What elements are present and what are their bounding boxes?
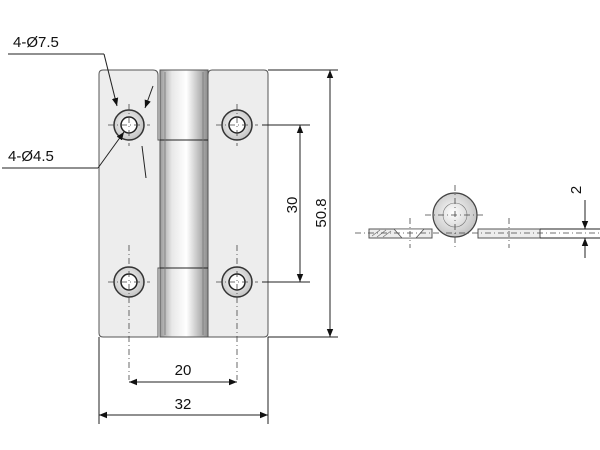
- dim-50-8-text: 50.8: [313, 198, 330, 227]
- front-view: [98, 69, 269, 380]
- callout-hole-text: 4-Ø4.5: [8, 148, 54, 165]
- dimension-hole-pitch-horizontal: 20: [129, 362, 237, 386]
- dimension-overall-height: 50.8: [268, 69, 338, 338]
- dim-20-text: 20: [175, 362, 192, 379]
- dimension-hole-pitch-vertical: 30: [262, 124, 310, 283]
- dimension-thickness: 2: [540, 186, 600, 258]
- callout-countersink-text: 4-Ø7.5: [13, 34, 59, 51]
- left-leaf: [98, 69, 161, 338]
- callout-hole: 4-Ø4.5: [2, 131, 125, 169]
- dim-2-text: 2: [568, 186, 585, 194]
- callout-countersink: 4-Ø7.5: [8, 34, 154, 179]
- knuckle-barrel: [159, 69, 209, 338]
- dimension-overall-width: 32: [98, 337, 269, 424]
- dim-32-text: 32: [175, 396, 192, 413]
- side-countersink-left: [393, 228, 425, 239]
- center-lines: [108, 104, 258, 380]
- side-view: [355, 185, 600, 250]
- dim-30-text: 30: [284, 197, 301, 214]
